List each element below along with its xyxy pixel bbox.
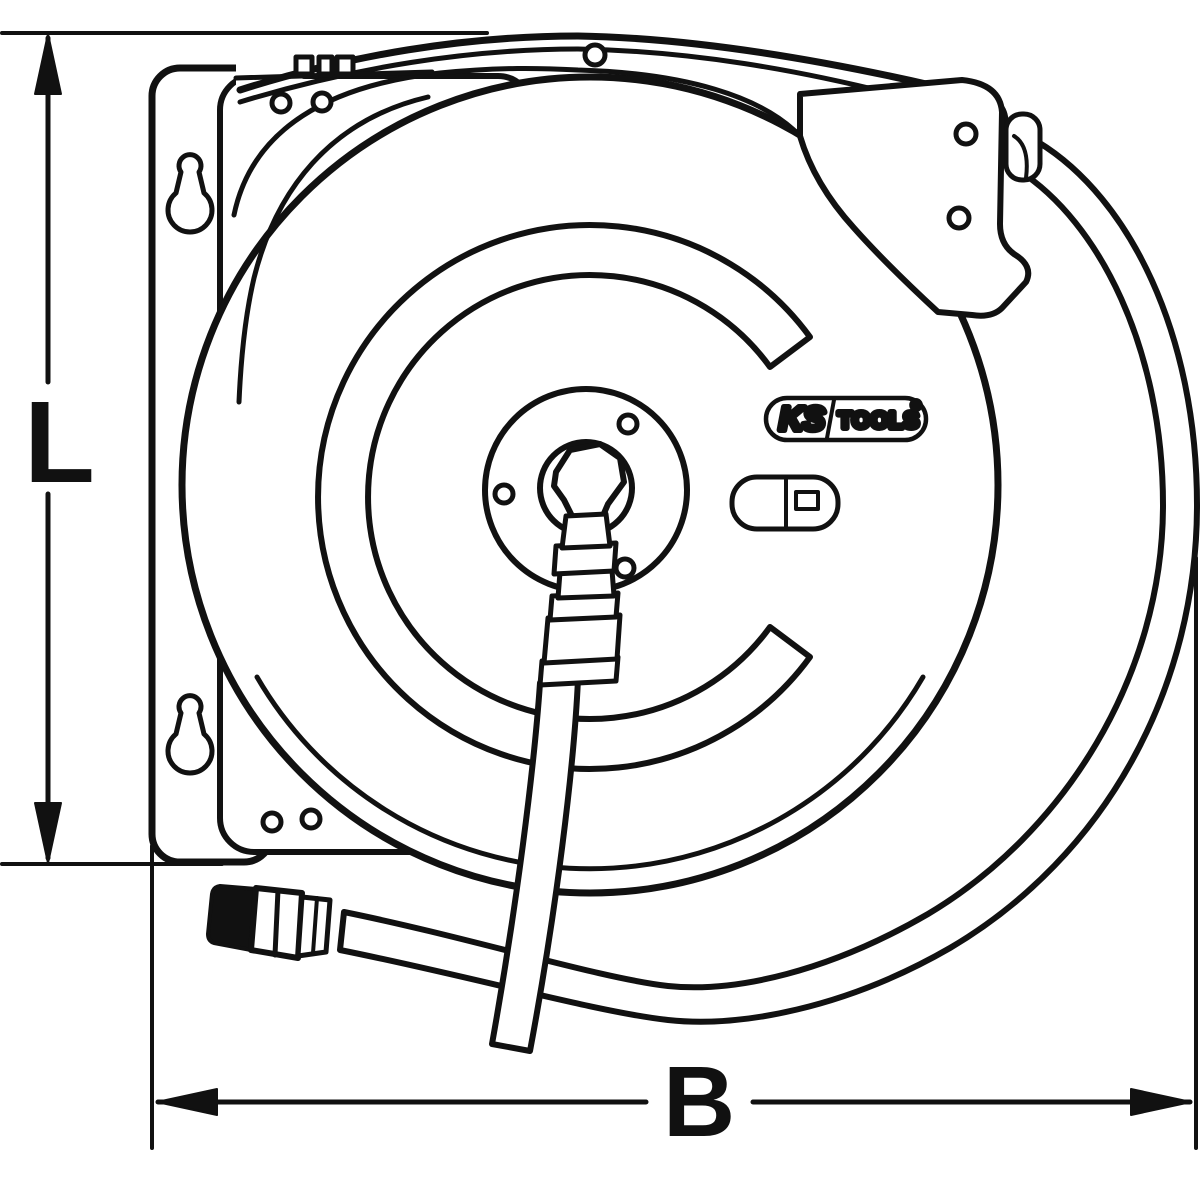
arrowhead-down <box>34 802 62 864</box>
arm-screw-hole-bottom-left <box>260 810 284 834</box>
outlet-roller-inner-edge <box>1012 134 1029 180</box>
drum-c-slot <box>315 222 813 772</box>
top-tab-2 <box>316 54 335 77</box>
logo-text-ks: KS <box>779 400 825 437</box>
outlet-screw-hole-bottom <box>946 205 972 231</box>
case-rim-hole <box>582 42 608 68</box>
hanging-hose <box>489 511 623 1054</box>
hub-bolt-hole-top <box>616 412 640 436</box>
arrowhead-up <box>34 33 62 95</box>
keyhole-slot-top <box>165 152 215 235</box>
top-tab-3 <box>334 54 356 77</box>
case-face-inset-bottom <box>254 674 926 872</box>
dimension-height-L: L <box>0 31 489 866</box>
connector-nut-facet <box>272 887 281 958</box>
top-tab-1 <box>293 54 315 77</box>
hose-neck <box>559 511 613 551</box>
keyhole-slot-bottom <box>165 693 215 776</box>
connector-threaded-tip <box>206 884 258 952</box>
dimension-width-B: B <box>150 556 1198 1158</box>
hub-bolt-hole-left <box>492 482 516 506</box>
case-top-mask <box>236 14 1020 104</box>
hose-end-connector <box>206 884 333 961</box>
coupler-icon <box>729 474 841 532</box>
arm-screw-hole-top-right <box>310 90 334 114</box>
dim-label-L: L <box>24 377 95 507</box>
arrowhead-right <box>1130 1088 1192 1116</box>
arm-screw-hole-bottom-right <box>299 807 323 831</box>
logo-registered-mark: ® <box>912 400 920 412</box>
swing-arm-edge <box>236 94 431 405</box>
hose-outlet <box>797 77 1043 319</box>
brand-logo: KS TOOLS ® <box>763 395 929 443</box>
hose-main-run <box>489 676 581 1054</box>
case-face-inset-top <box>231 65 803 218</box>
arrowhead-left <box>156 1088 218 1116</box>
arm-screw-hole-top-left <box>269 91 293 115</box>
logo-divider <box>825 398 836 440</box>
hub-fitting-nut <box>551 441 627 523</box>
hose-loop <box>337 139 1200 1025</box>
connector-collar-ring <box>311 896 319 955</box>
outlet-screw-hole-top <box>953 121 979 147</box>
dim-label-B: B <box>663 1046 735 1158</box>
coupler-icon-notch <box>794 490 820 511</box>
hub-bolt-hole-bottom <box>613 556 637 580</box>
logo-text-tools: TOOLS <box>838 407 919 433</box>
hub <box>482 386 690 594</box>
logo-pill <box>763 395 929 443</box>
